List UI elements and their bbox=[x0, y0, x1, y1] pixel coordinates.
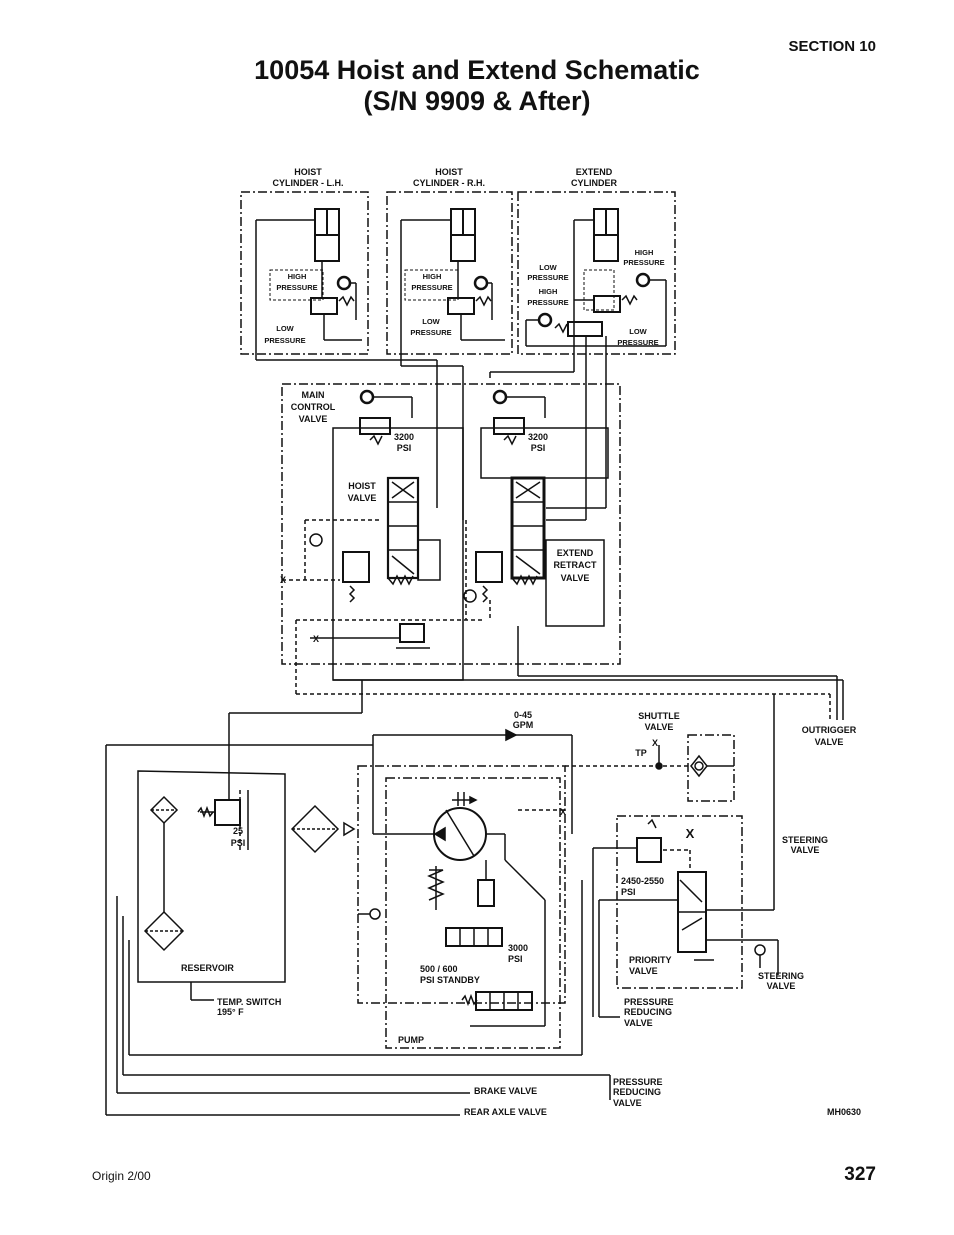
label-hoist-valve-2: VALVE bbox=[348, 493, 377, 503]
label-extend-cyl-2: CYLINDER bbox=[571, 178, 618, 188]
label-ext-low-1: LOW bbox=[539, 263, 557, 272]
label-prv1-1: PRESSURE bbox=[624, 997, 674, 1007]
label-psi-hoist: PSI bbox=[397, 443, 412, 453]
label-prv1-2: REDUCING bbox=[624, 1007, 672, 1017]
label-3000-psi: PSI bbox=[508, 954, 523, 964]
shuttle-and-priority bbox=[565, 734, 779, 1017]
label-hoist-lh-1: HOIST bbox=[294, 167, 322, 177]
label-2450: 2450-2550 bbox=[621, 876, 664, 886]
label-x-4: X bbox=[560, 807, 566, 817]
label-rear-axle: REAR AXLE VALVE bbox=[464, 1107, 547, 1117]
label-25: 25 bbox=[233, 826, 243, 836]
label-ext-low-2: LOW bbox=[629, 327, 647, 336]
label-outrigger-2: VALVE bbox=[815, 737, 844, 747]
outrigger-lines bbox=[228, 626, 844, 910]
label-main-1: MAIN bbox=[302, 390, 325, 400]
label-ext-low-pressure-2: PRESSURE bbox=[617, 338, 658, 347]
reservoir bbox=[137, 770, 286, 1001]
label-gpm-2: GPM bbox=[513, 720, 534, 730]
label-shuttle-2: VALVE bbox=[645, 722, 674, 732]
hoist-cylinder-rh bbox=[386, 191, 513, 355]
label-priority-2: VALVE bbox=[629, 966, 658, 976]
label-brake: BRAKE VALVE bbox=[474, 1086, 537, 1096]
pump bbox=[357, 728, 573, 1049]
label-x-1: X bbox=[280, 575, 286, 585]
label-er-3: VALVE bbox=[561, 573, 590, 583]
label-25-psi: PSI bbox=[231, 838, 246, 848]
label-steering-2b: VALVE bbox=[767, 981, 796, 991]
label-ext-high-pressure-2: PRESSURE bbox=[527, 298, 568, 307]
label-steering-1b: VALVE bbox=[791, 845, 820, 855]
label-standby-1: 500 / 600 bbox=[420, 964, 458, 974]
schematic-labels: HOIST CYLINDER - L.H. HOIST CYLINDER - R… bbox=[181, 167, 861, 1117]
label-pump: PUMP bbox=[398, 1035, 424, 1045]
label-prv2-3: VALVE bbox=[613, 1098, 642, 1108]
title-line-1: 10054 Hoist and Extend Schematic bbox=[254, 55, 700, 85]
label-prv2-1: PRESSURE bbox=[613, 1077, 663, 1087]
label-rh-high: HIGH bbox=[423, 272, 442, 281]
label-gpm-1: 0-45 bbox=[514, 710, 532, 720]
label-rh-high-pressure: PRESSURE bbox=[411, 283, 452, 292]
label-standby-2: PSI STANDBY bbox=[420, 975, 480, 985]
label-x-5: X bbox=[686, 826, 695, 841]
label-code: MH0630 bbox=[827, 1107, 861, 1117]
label-3200-hoist: 3200 bbox=[394, 432, 414, 442]
label-ext-high-1: HIGH bbox=[635, 248, 654, 257]
page-title: 10054 Hoist and Extend Schematic (S/N 99… bbox=[0, 55, 954, 117]
label-x-2: X bbox=[313, 634, 319, 644]
label-prv2-2: REDUCING bbox=[613, 1087, 661, 1097]
label-ext-high-pressure-1: PRESSURE bbox=[623, 258, 664, 267]
label-hoist-lh-2: CYLINDER - L.H. bbox=[273, 178, 344, 188]
label-priority-1: PRIORITY bbox=[629, 955, 672, 965]
label-prv1-3: VALVE bbox=[624, 1018, 653, 1028]
origin-date: Origin 2/00 bbox=[92, 1169, 151, 1183]
label-ext-high-2: HIGH bbox=[539, 287, 558, 296]
label-main-3: VALVE bbox=[299, 414, 328, 424]
label-lh-low-pressure: PRESSURE bbox=[264, 336, 305, 345]
label-2450-psi: PSI bbox=[621, 887, 636, 897]
main-control-valve bbox=[281, 383, 830, 695]
label-reservoir: RESERVOIR bbox=[181, 963, 234, 973]
label-psi-extend: PSI bbox=[531, 443, 546, 453]
return-lines bbox=[105, 744, 611, 1116]
label-main-2: CONTROL bbox=[291, 402, 336, 412]
filter bbox=[290, 804, 356, 854]
label-x-3: X bbox=[652, 738, 658, 748]
section-label: SECTION 10 bbox=[788, 38, 876, 55]
label-steering-1a: STEERING bbox=[782, 835, 828, 845]
label-tp: TP bbox=[635, 748, 647, 758]
label-hoist-rh-2: CYLINDER - R.H. bbox=[413, 178, 485, 188]
extend-cylinder bbox=[517, 191, 676, 355]
label-outrigger-1: OUTRIGGER bbox=[802, 725, 857, 735]
label-shuttle-1: SHUTTLE bbox=[638, 711, 680, 721]
label-lh-low: LOW bbox=[276, 324, 294, 333]
label-lh-high: HIGH bbox=[288, 272, 307, 281]
page-number: 327 bbox=[844, 1164, 876, 1185]
label-er-1: EXTEND bbox=[557, 548, 594, 558]
label-temp-1: TEMP. SWITCH bbox=[217, 997, 281, 1007]
label-hoist-valve-1: HOIST bbox=[348, 481, 376, 491]
label-temp-2: 195° F bbox=[217, 1007, 244, 1017]
label-3200-extend: 3200 bbox=[528, 432, 548, 442]
label-extend-cyl-1: EXTEND bbox=[576, 167, 613, 177]
title-line-2: (S/N 9909 & After) bbox=[363, 86, 591, 116]
label-rh-low-pressure: PRESSURE bbox=[410, 328, 451, 337]
hoist-cylinder-lh bbox=[240, 191, 369, 355]
label-steering-2a: STEERING bbox=[758, 971, 804, 981]
label-lh-high-pressure: PRESSURE bbox=[276, 283, 317, 292]
label-3000: 3000 bbox=[508, 943, 528, 953]
label-rh-low: LOW bbox=[422, 317, 440, 326]
label-ext-low-pressure-1: PRESSURE bbox=[527, 273, 568, 282]
label-hoist-rh-1: HOIST bbox=[435, 167, 463, 177]
label-er-2: RETRACT bbox=[554, 560, 597, 570]
